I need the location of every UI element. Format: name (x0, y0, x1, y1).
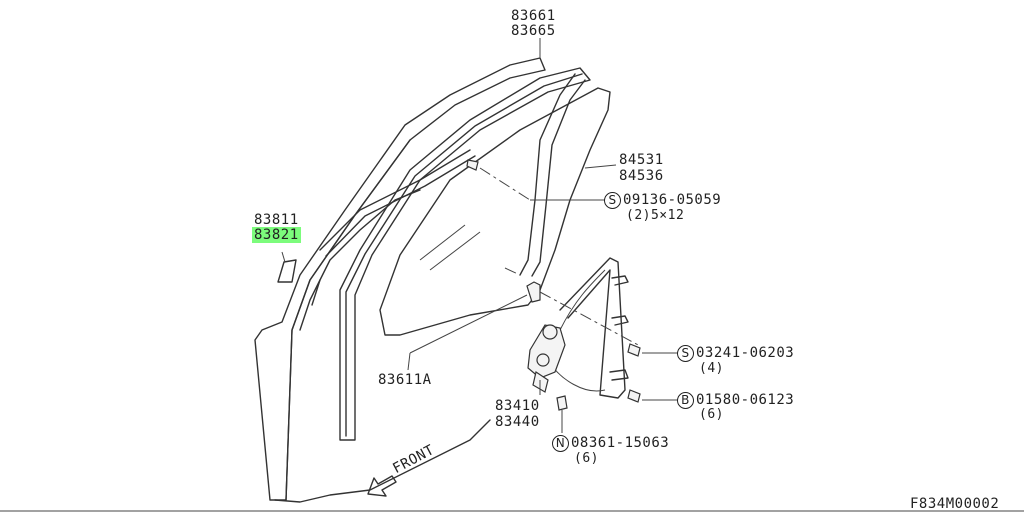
label-83410[interactable]: 83410 (495, 398, 540, 414)
qty-bolt-01580: (6) (699, 407, 724, 422)
corner-trim (277, 251, 297, 283)
nut-symbol-icon: N (552, 435, 569, 452)
regulator-motor (526, 281, 566, 393)
part-number: 03241-06203 (696, 345, 795, 361)
label-83661[interactable]: 83661 (511, 8, 556, 24)
label-84531[interactable]: 84531 (619, 152, 664, 168)
label-83665[interactable]: 83665 (511, 23, 556, 39)
label-83440[interactable]: 83440 (495, 414, 540, 430)
part-number: 08361-15063 (571, 435, 670, 451)
qty-screw-09136: (2)5×12 (626, 208, 685, 223)
label-83821[interactable]: 83821 (252, 227, 301, 243)
leader-lines (407, 38, 677, 433)
door-glass (379, 87, 611, 336)
part-number: 09136-05059 (623, 192, 722, 208)
figure-code: F834M00002 (910, 496, 1000, 512)
reference-lines (479, 167, 641, 347)
belt-molding (319, 149, 476, 257)
glass-run-channel (339, 67, 591, 441)
label-83811[interactable]: 83811 (254, 212, 299, 228)
qty-nut-08361: (6) (574, 451, 599, 466)
front-arrow-icon (367, 475, 397, 497)
screw-symbol-icon: S (604, 192, 621, 209)
bolt-symbol-icon: B (677, 392, 694, 409)
label-83611a[interactable]: 83611A (378, 372, 432, 388)
part-number: 01580-06123 (696, 392, 795, 408)
door-frame (254, 57, 546, 503)
screw-symbol-icon: S (677, 345, 694, 362)
qty-screw-03241: (4) (699, 361, 724, 376)
label-84536[interactable]: 84536 (619, 168, 664, 184)
highlighted-part: 83821 (252, 227, 301, 243)
fasteners (466, 159, 641, 411)
